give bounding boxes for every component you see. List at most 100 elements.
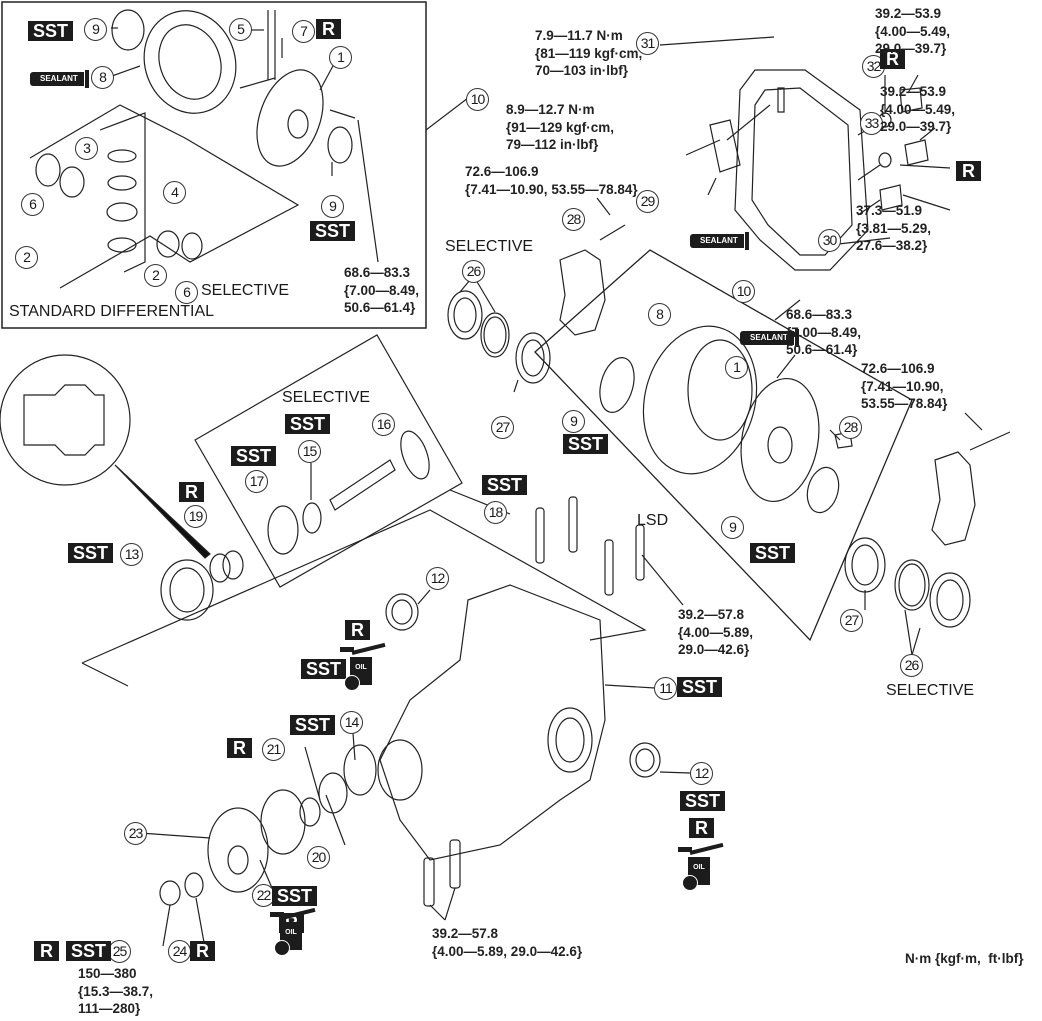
part-number-10: 10 [466, 88, 489, 111]
torque-spec-stud-upper: 39.2—57.8 {4.00—5.89, 29.0—42.6} [678, 607, 754, 657]
part-number-33: 33 [860, 112, 883, 135]
replace-badge: R [880, 49, 905, 69]
label-selective: SELECTIVE [886, 682, 975, 699]
part-number-15: 15 [298, 440, 321, 463]
part-number-30: 30 [818, 229, 841, 252]
part-number-25: 25 [108, 940, 131, 963]
ring-gear-lsd [642, 325, 758, 475]
label-standard-differential: STANDARD DIFFERENTIAL [9, 303, 215, 320]
part-number-9: 9 [84, 18, 107, 41]
part-number-20: 20 [307, 846, 330, 869]
part-number-5: 5 [229, 18, 252, 41]
sst-badge: SST [28, 21, 74, 41]
part-number-6b: 6 [175, 281, 198, 304]
replace-badge: R [227, 738, 252, 758]
part-number-11: 11 [654, 677, 677, 700]
studs [423, 496, 645, 907]
sst-badge: SST [272, 886, 318, 906]
torque-spec-diff-bolt-lsd: 68.6—83.3 {7.00—8.49, 50.6—61.4} [786, 307, 862, 357]
part-number-13: 13 [120, 543, 143, 566]
torque-spec-cover-bolt: 37.3—51.9 {3.81—5.29, 27.6—38.2} [856, 203, 932, 253]
part-number-27: 27 [491, 416, 514, 439]
part-number-8b: 8 [648, 303, 671, 326]
part-number-18: 18 [484, 501, 507, 524]
replace-badge: R [956, 161, 981, 181]
sst-badge: SST [68, 543, 114, 563]
part-number-9b: 9 [321, 195, 344, 218]
sst-badge: SST [482, 475, 528, 495]
part-number-3: 3 [75, 137, 98, 160]
sst-badge: SST [290, 715, 336, 735]
companion-flange [207, 807, 269, 893]
torque-spec-bracket-bolt: 8.9—12.7 N·m {91—129 kgf·cm, 79—112 in·l… [506, 102, 615, 152]
sst-badge: SST [750, 543, 796, 563]
part-number-10b: 10 [732, 280, 755, 303]
label-selective: SELECTIVE [201, 282, 290, 299]
replace-badge: R [179, 482, 204, 502]
oil-can-icon: OIL [340, 642, 386, 691]
part-number-26: 26 [462, 260, 485, 283]
part-number-28b: 28 [839, 416, 862, 439]
standard-differential-frame [1, 1, 427, 329]
sst-badge: SST [563, 434, 609, 454]
part-number-23: 23 [124, 822, 147, 845]
part-number-8: 8 [91, 66, 114, 89]
ring-gear-std [143, 10, 237, 114]
part-number-24: 24 [168, 940, 191, 963]
part-number-6: 6 [21, 193, 44, 216]
label-lsd: LSD [637, 512, 669, 529]
replace-badge: R [190, 941, 215, 961]
replace-badge: R [316, 19, 341, 39]
sst-badge: SST [680, 791, 726, 811]
oil-can-icon: OIL [678, 842, 724, 891]
torque-spec-plug-32: 39.2—53.9 {4.00—5.49, 29.0—39.7} [875, 6, 951, 56]
part-number-28: 28 [562, 208, 585, 231]
part-number-16: 16 [372, 413, 395, 436]
pinion-frame [194, 334, 463, 588]
replace-badge: R [34, 941, 59, 961]
sst-badge: SST [285, 414, 331, 434]
lsd-frame [534, 249, 913, 642]
part-number-9d: 9 [721, 516, 744, 539]
sst-badge: SST [677, 677, 723, 697]
part-number-26b: 26 [900, 654, 923, 677]
inset-detail-circle [0, 354, 131, 486]
part-number-17: 17 [245, 470, 268, 493]
replace-badge: R [345, 620, 370, 640]
part-number-1b: 1 [725, 356, 748, 379]
torque-spec-filler-plug: 7.9—11.7 N·m {81—119 kgf·cm, 70—103 in·l… [535, 28, 643, 78]
part-number-2b: 2 [144, 264, 167, 287]
part-number-9c: 9 [562, 410, 585, 433]
part-number-14: 14 [340, 711, 363, 734]
sst-badge: SST [310, 221, 356, 241]
part-number-1: 1 [329, 46, 352, 69]
sealant-icon: SEALANT [740, 329, 799, 347]
units-note: N·m {kgf·m, ft·lbf} [905, 951, 1024, 966]
sealant-icon: SEALANT [30, 70, 89, 88]
replace-badge: R [689, 818, 714, 838]
part-number-7: 7 [292, 20, 315, 43]
rear-cover [734, 69, 869, 271]
part-number-19: 19 [184, 505, 207, 528]
part-number-27b: 27 [840, 609, 863, 632]
part-number-4: 4 [163, 181, 186, 204]
part-number-32: 32 [862, 55, 885, 78]
torque-spec-plug-33: 39.2—53.9 {4.00—5.49, 29.0—39.7} [880, 84, 956, 134]
torque-spec-locknut: 150—380 {15.3—38.7, 111—280} [78, 966, 154, 1016]
torque-spec-cap-bolt-right: 72.6—106.9 {7.41—10.90, 53.55—78.84} [861, 361, 948, 411]
part-number-12: 12 [426, 567, 449, 590]
part-number-2: 2 [15, 246, 38, 269]
part-number-31: 31 [636, 32, 659, 55]
part-number-12b: 12 [690, 762, 713, 785]
torque-spec-diff-bolt-std: 68.6—83.3 {7.00—8.49, 50.6—61.4} [344, 265, 420, 315]
torque-spec-stud-lower: 39.2—57.8 {4.00—5.89, 29.0—42.6} [432, 926, 583, 959]
differential-housing [379, 584, 606, 861]
part-number-29: 29 [636, 190, 659, 213]
sst-badge: SST [301, 659, 347, 679]
sealant-icon: SEALANT [690, 232, 749, 250]
sst-badge: SST [66, 941, 112, 961]
oil-can-icon: OIL [270, 907, 316, 956]
label-selective: SELECTIVE [445, 238, 534, 255]
diff-case-std [256, 69, 324, 167]
